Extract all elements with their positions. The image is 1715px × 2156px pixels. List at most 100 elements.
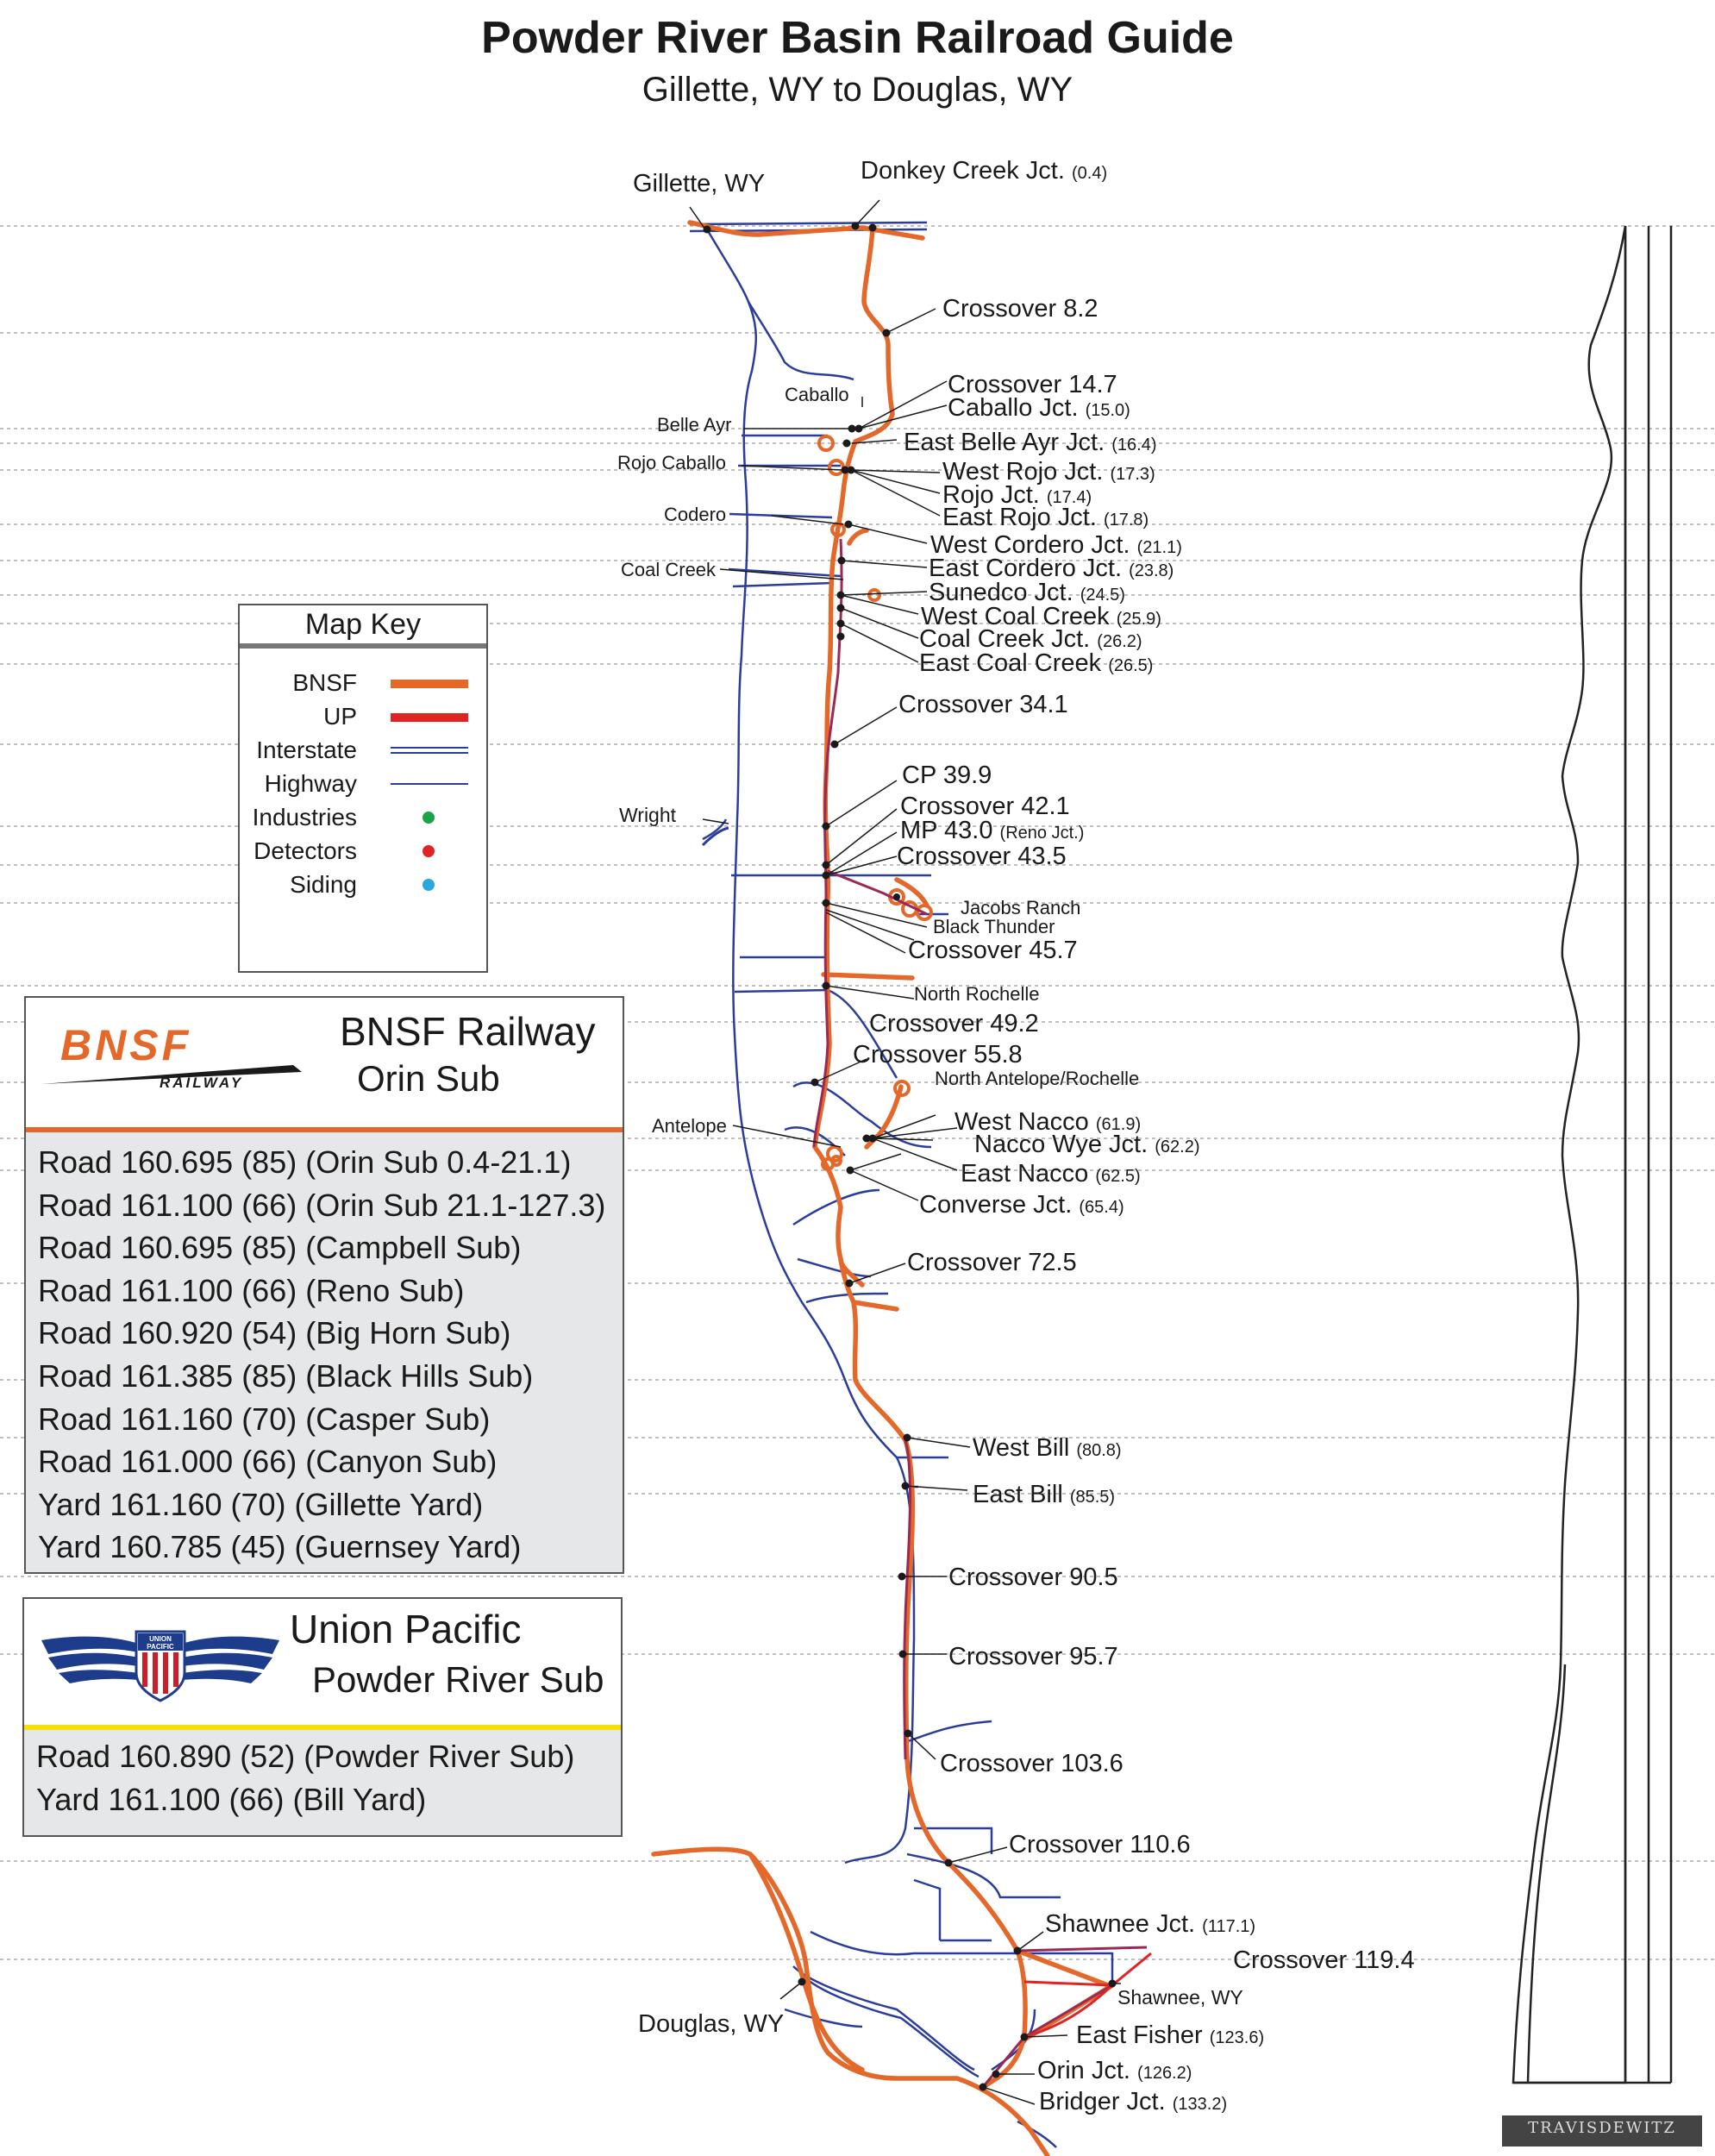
station-label: West Rojo Jct. (17.3) <box>942 458 1155 486</box>
label-caballo: Caballo <box>785 384 849 405</box>
industries-dot <box>422 812 435 824</box>
station-label: Crossover 90.5 <box>948 1564 1118 1591</box>
up-shield-logo: UNION PACIFIC <box>41 1630 279 1702</box>
label-black-thunder: Black Thunder <box>933 916 1055 937</box>
label-jacobs-ranch: Jacobs Ranch <box>961 897 1080 918</box>
bnsf-logo-text: BNSF <box>60 1021 191 1069</box>
station-label: Crossover 43.5 <box>897 843 1067 870</box>
label-gillette: Gillette, WY <box>633 170 765 197</box>
station-label: MP 43.0 (Reno Jct.) <box>900 817 1084 844</box>
station-label: Crossover 110.6 <box>1009 1831 1191 1858</box>
key-row-interstate: Interstate <box>240 735 486 766</box>
label-wright: Wright <box>619 804 677 826</box>
station-label: Rojo Jct. (17.4) <box>942 481 1092 509</box>
key-row-bnsf: BNSF <box>240 667 486 699</box>
leader-lines <box>689 199 1121 2105</box>
station-label: West Nacco (61.9) <box>955 1108 1141 1136</box>
map-key: Map Key BNSF UP Interstate Highway Indus… <box>238 604 488 973</box>
key-label: Industries <box>252 804 357 830</box>
bnsf-swatch <box>391 680 468 688</box>
station-label: Bridger Jct. (133.2) <box>1039 2088 1227 2115</box>
station-label: Crossover 45.7 <box>908 937 1078 964</box>
label-codero: Codero <box>664 504 726 525</box>
key-row-industries: Industries <box>240 802 486 833</box>
bnsf-title: BNSF Railway <box>340 1009 596 1054</box>
station-label: East Cordero Jct. (23.8) <box>929 555 1174 582</box>
station-label: Orin Jct. (126.2) <box>1037 2057 1192 2084</box>
label-north-rochelle: North Rochelle <box>914 983 1040 1005</box>
station-label: East Fisher (123.6) <box>1076 2021 1264 2049</box>
frequency-line: Road 160.890 (52) (Powder River Sub) <box>36 1739 575 1774</box>
up-logo-text-top: UNION <box>149 1635 172 1643</box>
label-rojo-caballo: Rojo Caballo <box>617 452 726 473</box>
photographer-watermark: TRAVISDEWITZ <box>1502 2115 1702 2147</box>
station-label: Coal Creek Jct. (26.2) <box>919 625 1142 653</box>
key-label: Interstate <box>256 736 357 763</box>
frequency-line: Road 160.695 (85) (Campbell Sub) <box>38 1230 522 1266</box>
station-label: Caballo Jct. (15.0) <box>948 394 1130 422</box>
elevation-profile <box>1512 225 1673 2084</box>
station-label: West Bill (80.8) <box>973 1434 1122 1462</box>
highway-swatch <box>391 783 468 785</box>
station-label: West Coal Creek (25.9) <box>921 603 1161 630</box>
up-frequency-panel: UNION PACIFIC Union Pacific Powder River… <box>22 1597 623 1837</box>
station-label: Crossover 14.7 <box>948 371 1117 398</box>
station-label: Shawnee Jct. (117.1) <box>1045 1910 1255 1938</box>
bnsf-frequency-panel: BNSF RAILWAY BNSF Railway Orin Sub Road … <box>24 996 624 1574</box>
page-subtitle: Gillette, WY to Douglas, WY <box>642 71 1073 109</box>
key-label: Highway <box>264 770 357 797</box>
station-labels: Donkey Creek Jct. (0.4) Crossover 8.2 Cr… <box>853 157 1415 2115</box>
key-label: UP <box>323 703 357 730</box>
bnsf-frequency-list: Road 160.695 (85) (Orin Sub 0.4-21.1) Ro… <box>26 1132 623 1572</box>
key-row-detectors: Detectors <box>240 836 486 867</box>
frequency-line: Yard 161.100 (66) (Bill Yard) <box>36 1781 427 1817</box>
frequency-line: Yard 160.785 (45) (Guernsey Yard) <box>38 1529 522 1565</box>
station-label: East Bill (85.5) <box>973 1481 1115 1508</box>
station-label: Crossover 49.2 <box>869 1010 1039 1037</box>
frequency-line: Road 161.160 (70) (Casper Sub) <box>38 1401 491 1437</box>
station-label: West Cordero Jct. (21.1) <box>930 531 1182 559</box>
station-label: East Nacco (62.5) <box>961 1160 1141 1188</box>
interstate-swatch <box>391 747 468 754</box>
mine-loops <box>817 435 933 1171</box>
key-label: Detectors <box>253 837 357 864</box>
siding-dot <box>422 879 435 891</box>
frequency-line: Road 161.000 (66) (Canyon Sub) <box>38 1444 498 1480</box>
station-label: Crossover 34.1 <box>898 691 1068 718</box>
key-row-siding: Siding <box>240 869 486 900</box>
station-label: Crossover 55.8 <box>853 1041 1023 1069</box>
bnsf-subtitle: Orin Sub <box>357 1058 500 1099</box>
station-label: CP 39.9 <box>902 761 992 789</box>
map-key-title: Map Key <box>240 605 486 649</box>
station-label: Sunedco Jct. (24.5) <box>929 579 1125 606</box>
key-row-up: UP <box>240 701 486 732</box>
key-label: BNSF <box>292 669 357 696</box>
station-label: East Belle Ayr Jct. (16.4) <box>904 429 1157 456</box>
key-label: Siding <box>290 871 357 898</box>
label-north-antelope: North Antelope/Rochelle <box>935 1068 1139 1089</box>
up-frequency-list: Road 160.890 (52) (Powder River Sub) Yar… <box>24 1730 621 1835</box>
bnsf-panel-header: BNSF RAILWAY BNSF Railway Orin Sub <box>26 998 623 1132</box>
wright-interstate <box>701 826 729 847</box>
label-antelope: Antelope <box>652 1115 727 1137</box>
station-label: Crossover 119.4 <box>1233 1946 1415 1974</box>
station-label: Crossover 95.7 <box>948 1643 1118 1670</box>
label-coal-creek: Coal Creek <box>621 559 717 580</box>
station-label: Nacco Wye Jct. (62.2) <box>974 1131 1200 1158</box>
label-shawnee: Shawnee, WY <box>1117 1986 1243 2009</box>
frequency-line: Road 161.100 (66) (Reno Sub) <box>38 1272 465 1308</box>
place-labels: Gillette, WY Caballo Belle Ayr Rojo Caba… <box>617 170 1243 2038</box>
station-label: Donkey Creek Jct. (0.4) <box>861 157 1107 185</box>
station-label: Crossover 103.6 <box>940 1750 1124 1777</box>
up-panel-header: UNION PACIFIC Union Pacific Powder River… <box>24 1599 621 1730</box>
frequency-line: Road 160.695 (85) (Orin Sub 0.4-21.1) <box>38 1144 572 1180</box>
up-subtitle: Powder River Sub <box>312 1659 604 1700</box>
station-label: East Rojo Jct. (17.8) <box>942 504 1149 531</box>
station-label: Converse Jct. (65.4) <box>919 1191 1124 1219</box>
page-title: Powder River Basin Railroad Guide <box>481 13 1234 63</box>
up-title: Union Pacific <box>290 1607 522 1651</box>
station-label: Crossover 42.1 <box>900 793 1070 820</box>
station-label: Crossover 8.2 <box>942 295 1098 323</box>
station-label: Crossover 72.5 <box>907 1249 1077 1276</box>
